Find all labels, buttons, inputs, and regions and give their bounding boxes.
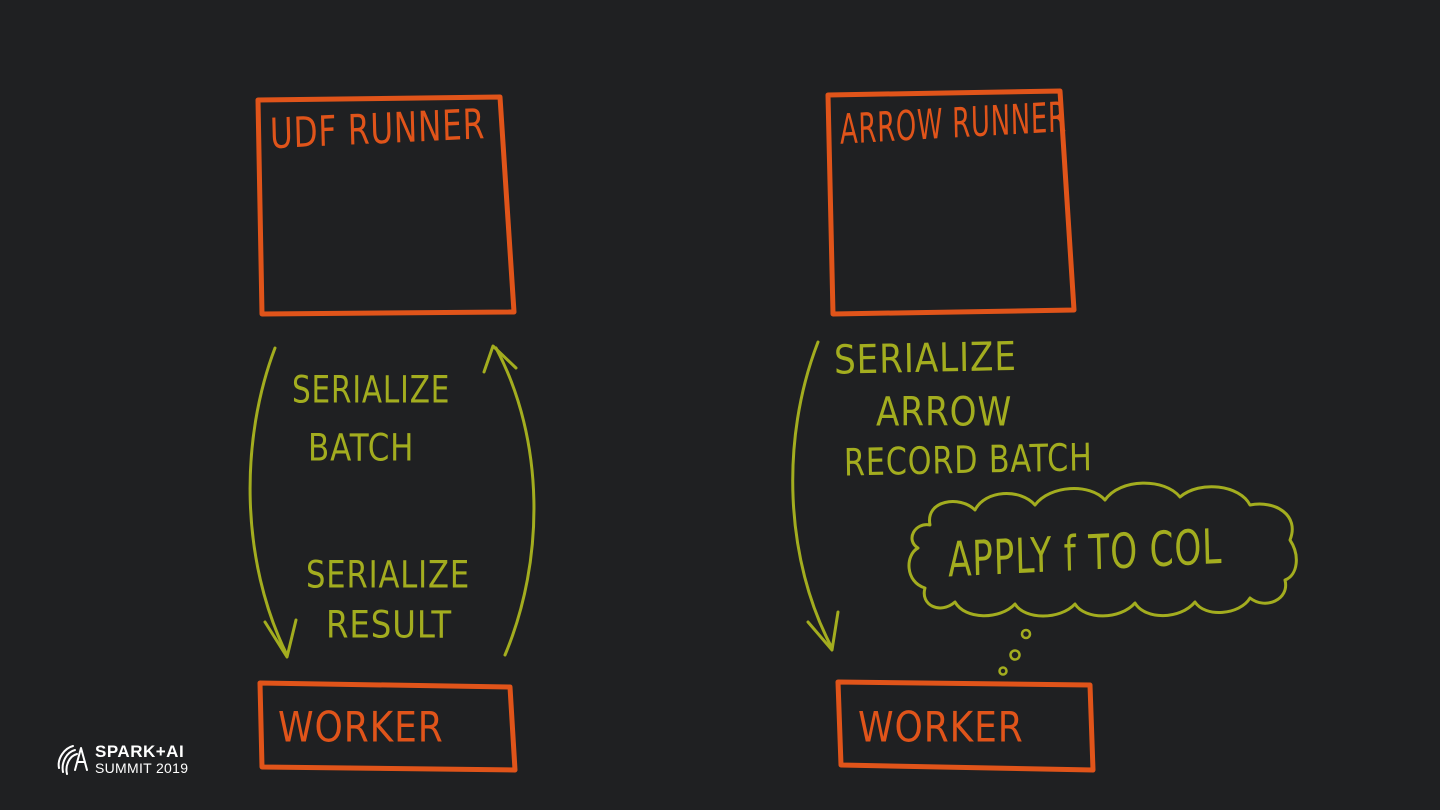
right-down-arrowhead	[806, 610, 840, 652]
udf-runner-box	[255, 94, 517, 317]
right-worker-label: WORKER	[858, 703, 1024, 753]
left-serialize-result-line1: SERIALIZE	[306, 553, 470, 598]
left-worker-label: WORKER	[278, 703, 444, 753]
left-up-arrow	[494, 346, 536, 657]
spark-ai-summit-logo-icon	[57, 745, 88, 775]
right-serialize-line2: ARROW	[876, 388, 1013, 436]
summit-logo: SPARK+AI SUMMIT 2019	[55, 740, 215, 780]
thought-bubble-large	[1020, 628, 1032, 640]
right-serialize-line3: RECORD BATCH	[843, 436, 1093, 486]
right-down-arrow	[791, 340, 834, 650]
thought-cloud	[907, 481, 1298, 618]
logo-title: SPARK+AI	[95, 742, 185, 761]
left-worker-box	[257, 680, 518, 773]
left-serialize-batch-line1: SERIALIZE	[292, 368, 451, 413]
arrow-runner-box	[825, 88, 1077, 317]
left-serialize-result-line2: RESULT	[326, 603, 453, 648]
left-serialize-batch-line2: BATCH	[308, 426, 415, 471]
logo-subtitle: SUMMIT 2019	[95, 760, 189, 776]
left-up-arrowhead	[482, 344, 518, 374]
right-worker-box	[835, 679, 1096, 773]
thought-bubble-medium	[1009, 649, 1021, 661]
left-down-arrowhead	[263, 618, 298, 659]
right-serialize-line1: SERIALIZE	[833, 333, 1018, 384]
left-down-arrow	[248, 346, 289, 657]
udf-runner-label: UDF RUNNER	[269, 99, 486, 159]
thought-bubble-small	[998, 666, 1008, 676]
